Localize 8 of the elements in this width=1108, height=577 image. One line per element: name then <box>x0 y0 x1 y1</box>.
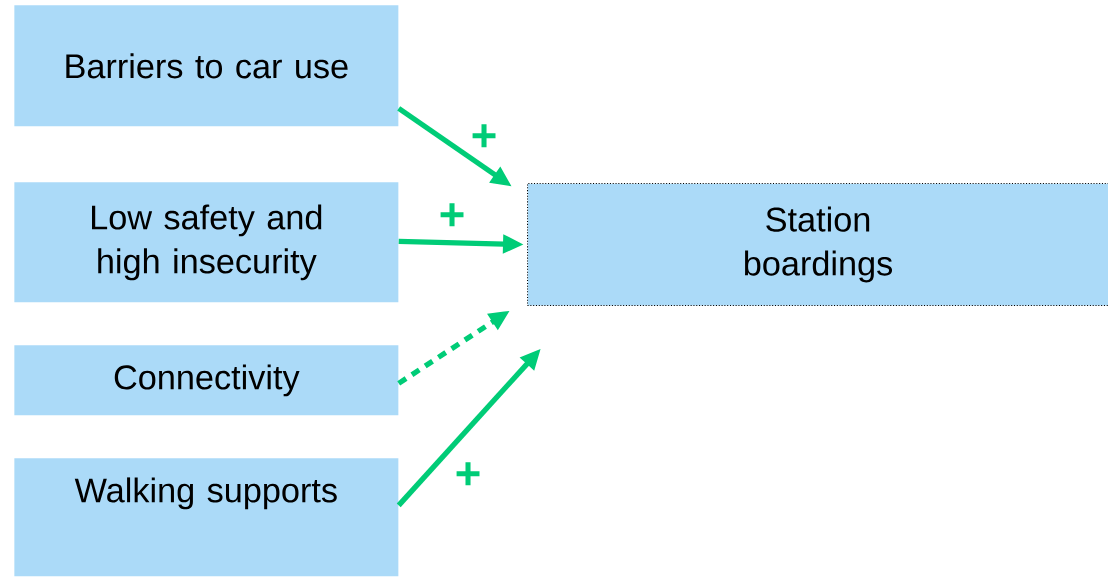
edge-label: + <box>436 201 468 232</box>
target-box: Station boardings <box>527 183 1108 307</box>
factor-box: Barriers to car use <box>14 5 399 127</box>
factor-box: Connectivity <box>14 345 399 416</box>
edge-label: + <box>468 122 500 153</box>
factor-box: Low safety and high insecurity <box>14 182 399 303</box>
factor-box: Walking supports <box>14 458 399 577</box>
edge-label: + <box>452 460 484 491</box>
